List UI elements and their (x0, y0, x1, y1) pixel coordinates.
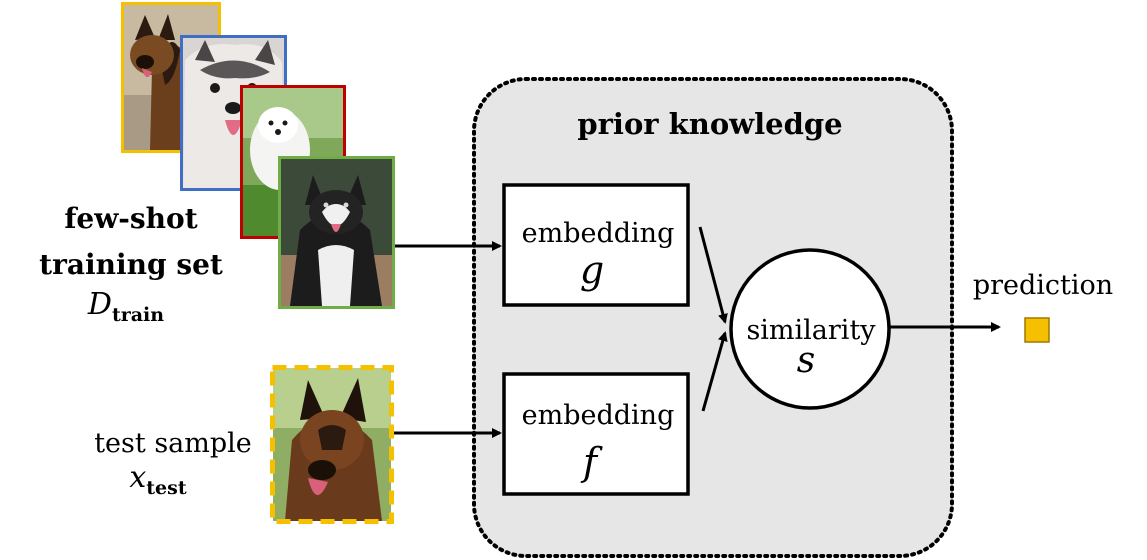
similarity-symbol: s (797, 340, 815, 381)
prediction-label: prediction (973, 270, 1113, 301)
training-set-title-line2: training set (39, 248, 223, 281)
similarity-label: similarity (746, 315, 876, 346)
similarity-node (729, 248, 891, 410)
embedding-g-box (502, 183, 690, 307)
arrow-g-to-similarity (698, 226, 728, 324)
training-set-symbol: Dtrain (87, 287, 164, 326)
embedding-g-symbol: g (580, 248, 604, 292)
test-sample-symbol-subscript: test (146, 477, 187, 499)
training-photo-malamute (278, 156, 395, 309)
test-sample-label: test sample (94, 428, 252, 459)
arrow-f-to-similarity (701, 331, 728, 412)
prediction-square (1024, 317, 1050, 343)
test-sample-photo (270, 365, 394, 524)
embedding-f-box (502, 372, 690, 496)
prior-knowledge-title: prior knowledge (577, 107, 842, 141)
test-sample-symbol: xtest (129, 460, 186, 499)
embedding-g-label: embedding (522, 218, 675, 249)
training-set-title-line1: few-shot (64, 202, 197, 235)
training-set-symbol-subscript: train (112, 304, 164, 326)
test-sample-symbol-main: x (129, 460, 146, 495)
training-set-symbol-main: D (87, 287, 112, 322)
embedding-f-label: embedding (522, 400, 675, 431)
